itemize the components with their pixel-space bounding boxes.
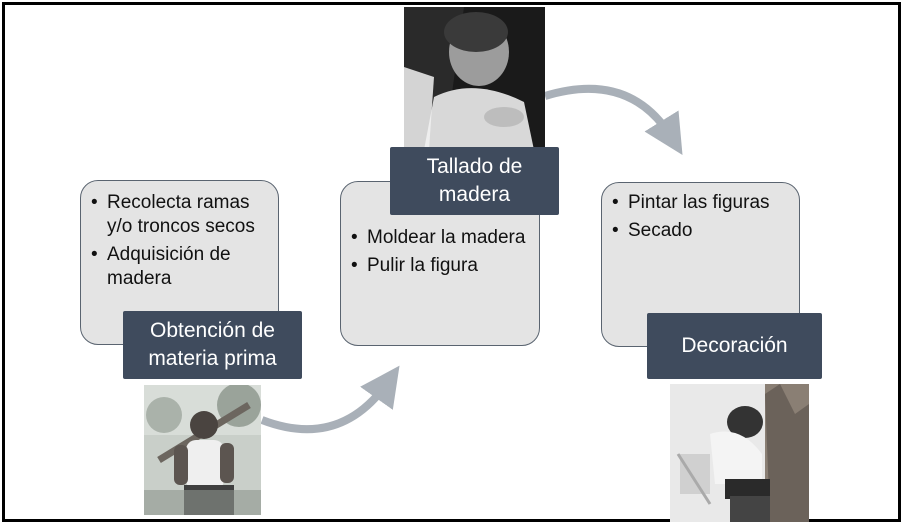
step-3-bullet-1: Pintar las figuras (610, 191, 791, 215)
step-3-bullet-2: Secado (610, 219, 791, 243)
step-1-title: Obtención de materia prima (123, 311, 302, 379)
step-3-photo (670, 384, 809, 522)
arrow-step2-to-step3 (543, 84, 683, 156)
step-1-bullet-1: Recolecta ramas y/o troncos secos (89, 191, 270, 239)
step-1-box: Recolecta ramas y/o troncos secos Adquis… (80, 180, 279, 345)
step-2-bullet-1: Moldear la madera (349, 226, 531, 250)
arrow-step1-to-step2 (260, 365, 400, 434)
step-2-photo (404, 7, 545, 150)
step-3-title: Decoración (647, 313, 822, 379)
step-2-bullet-2: Pulir la figura (349, 254, 531, 278)
step-2-title: Tallado de madera (390, 147, 559, 215)
step-1-bullet-2: Adquisición de madera (89, 243, 270, 291)
step-1-photo (144, 385, 261, 515)
